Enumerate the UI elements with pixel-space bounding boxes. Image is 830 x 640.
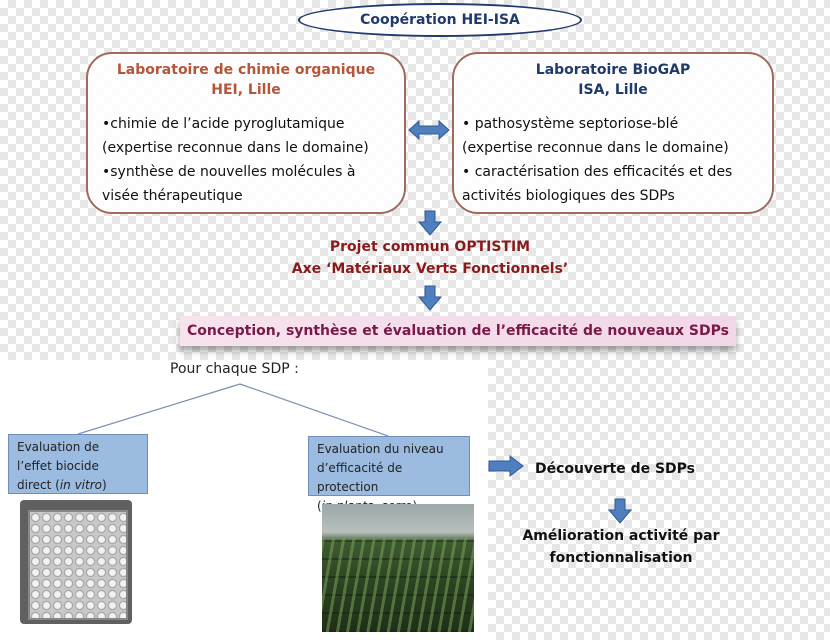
conception-banner: Conception, synthèse et évaluation de l’… bbox=[180, 316, 736, 346]
amelioration-line1: Amélioration activité par bbox=[522, 528, 720, 544]
amelioration-activite: Amélioration activité par fonctionnalisa… bbox=[516, 525, 726, 569]
lab-biogap-title-line2: ISA, Lille bbox=[578, 82, 648, 98]
lab-hei-title: Laboratoire de chimie organique HEI, Lil… bbox=[88, 60, 404, 100]
eval-protection-line1: Evaluation du niveau bbox=[317, 442, 444, 456]
eval-biocide-line1: Evaluation de bbox=[17, 440, 100, 454]
lab-biogap-line: activités biologiques des SDPs bbox=[462, 188, 675, 204]
projet-commun: Projet commun OPTISTIM Axe ‘Matériaux Ve… bbox=[240, 236, 620, 280]
branch-lines bbox=[77, 383, 389, 437]
cooperation-title-ellipse: Coopération HEI-ISA bbox=[298, 3, 582, 37]
decouverte-sdps: Découverte de SDPs bbox=[534, 461, 696, 477]
lab-biogap-box: Laboratoire BioGAP ISA, Lille • pathosys… bbox=[452, 52, 774, 214]
eval-biocide-line3-suffix: ) bbox=[101, 478, 107, 492]
greenhouse-plant-rows bbox=[322, 538, 474, 632]
lab-biogap-line: • pathosystème septoriose-blé bbox=[462, 116, 679, 132]
greenhouse-photo bbox=[322, 504, 474, 632]
eval-protection-line3-prefix: ( bbox=[317, 499, 322, 513]
microplate-wells bbox=[28, 510, 128, 620]
double-arrow-icon bbox=[408, 119, 450, 141]
lab-hei-line: visée thérapeutique bbox=[102, 188, 243, 204]
down-arrow-icon bbox=[418, 285, 442, 311]
pour-chaque-label: Pour chaque SDP : bbox=[170, 361, 299, 377]
down-arrow-icon bbox=[608, 498, 632, 524]
lab-biogap-title: Laboratoire BioGAP ISA, Lille bbox=[454, 60, 772, 100]
eval-biocide-line3-italic: in vitro bbox=[59, 478, 102, 492]
amelioration-line2: fonctionnalisation bbox=[549, 550, 693, 566]
eval-protection-box: Evaluation du niveau d’efficacité de pro… bbox=[308, 436, 470, 513]
lab-biogap-title-line1: Laboratoire BioGAP bbox=[535, 62, 691, 78]
lab-biogap-body: • pathosystème septoriose-blé (expertise… bbox=[454, 112, 772, 208]
conception-text: Conception, synthèse et évaluation de l’… bbox=[187, 323, 729, 339]
cooperation-title: Coopération HEI-ISA bbox=[360, 12, 520, 28]
lab-biogap-line: • caractérisation des efficacités et des bbox=[462, 164, 733, 180]
lab-hei-line: •chimie de l’acide pyroglutamique bbox=[102, 116, 345, 132]
projet-line2: Axe ‘Matériaux Verts Fonctionnels’ bbox=[291, 261, 569, 277]
eval-protection-line2: d’efficacité de protection bbox=[317, 461, 403, 494]
eval-biocide-box: Evaluation de l’effet biocide direct (in… bbox=[8, 434, 148, 494]
microplate-photo bbox=[20, 500, 132, 624]
down-arrow-icon bbox=[418, 210, 442, 236]
lab-biogap-line: (expertise reconnue dans le domaine) bbox=[462, 140, 729, 156]
lab-hei-body: •chimie de l’acide pyroglutamique (exper… bbox=[88, 112, 404, 208]
eval-biocide-line2: l’effet biocide bbox=[17, 459, 99, 473]
projet-line1: Projet commun OPTISTIM bbox=[329, 239, 531, 255]
lab-hei-box: Laboratoire de chimie organique HEI, Lil… bbox=[86, 52, 406, 214]
eval-biocide-line3-prefix: direct ( bbox=[17, 478, 60, 492]
lab-hei-line: (expertise reconnue dans le domaine) bbox=[102, 140, 369, 156]
right-arrow-icon bbox=[488, 455, 524, 477]
lab-hei-title-line1: Laboratoire de chimie organique bbox=[116, 62, 376, 78]
lab-hei-line: •synthèse de nouvelles molécules à bbox=[102, 164, 356, 180]
eval-biocide-line3: direct (in vitro) bbox=[17, 476, 139, 495]
lab-hei-title-line2: HEI, Lille bbox=[211, 82, 281, 98]
